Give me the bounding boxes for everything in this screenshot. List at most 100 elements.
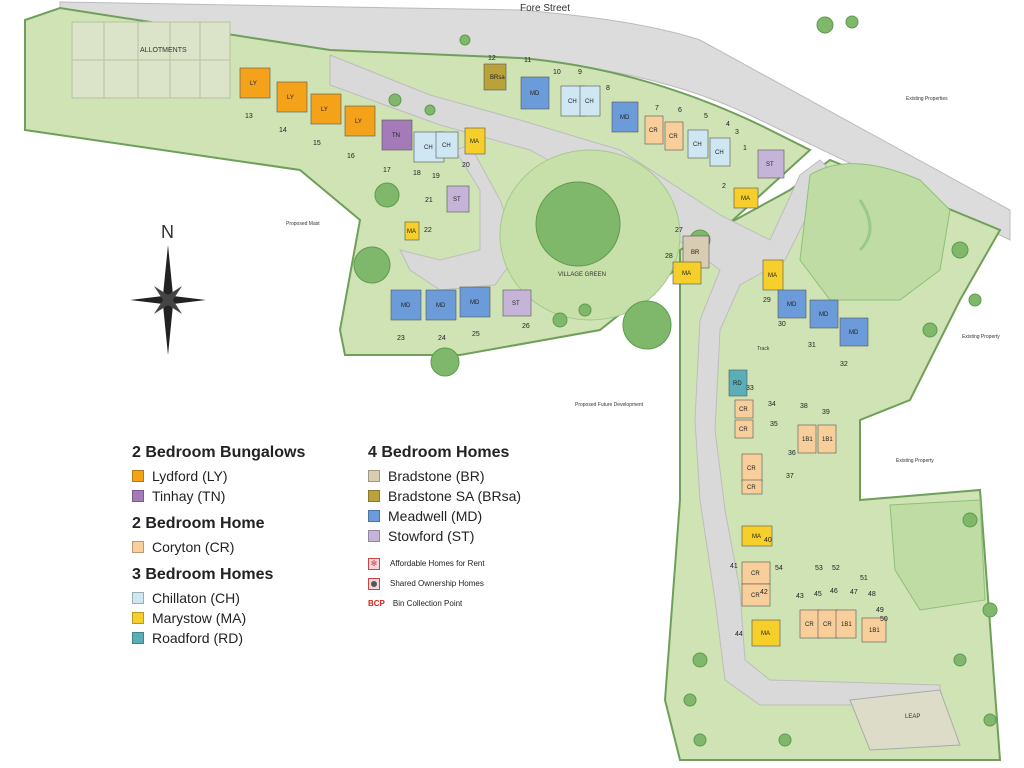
plot-number: 51 (860, 575, 868, 582)
house-type-code: MD (436, 303, 446, 309)
house-plot[interactable]: CH5 (687, 113, 709, 159)
house-footprint (687, 129, 709, 159)
trees (353, 15, 998, 747)
house-type-code: CR (823, 622, 832, 628)
house-type-code: MD (401, 303, 411, 309)
house-plot[interactable]: CR 7 (644, 105, 664, 145)
plot-number: 16 (347, 153, 355, 160)
plot-number: 33 (746, 385, 754, 392)
house-type-code: 1B1 (841, 622, 852, 628)
plot-number: 50 (880, 616, 888, 623)
legend-item-label: Chillaton (CH) (152, 590, 240, 606)
plot-number: 37 (786, 473, 794, 480)
house-plot[interactable]: CH9 (578, 69, 601, 117)
house-type-code: MD (849, 330, 859, 336)
house-type-code: BRsa (490, 75, 505, 81)
affordable-legend-row: ✻ Affordable Homes for Rent (368, 554, 588, 574)
plot-number: 44 (735, 631, 743, 638)
legend-item: Bradstone SA (BRsa) (368, 486, 588, 506)
legend-swatch (368, 510, 380, 522)
house-plot[interactable]: CR 34 (734, 399, 776, 419)
legend-group-title: 3 Bedroom Homes (132, 566, 274, 583)
legend-item-label: Coryton (CR) (152, 539, 235, 555)
existing-property-mid-label: Existing Property (896, 458, 934, 464)
legend-swatch (368, 530, 380, 542)
house-type-code: CR (669, 134, 678, 140)
house-plot[interactable]: CR6 (664, 107, 684, 151)
plot-number: 21 (425, 197, 433, 204)
plot-number: 15 (313, 140, 321, 147)
house-type-code: CR (739, 427, 748, 433)
house-plot[interactable]: CH4 (709, 121, 731, 167)
house-plot[interactable]: MA2 (722, 183, 759, 209)
house-type-code: MA (470, 139, 479, 145)
house-plot[interactable]: MD8 (606, 85, 639, 133)
plot-number: 34 (768, 401, 776, 408)
legend-item-label: Bradstone SA (BRsa) (388, 488, 522, 504)
house-footprint (310, 93, 342, 125)
plot-number: 39 (822, 409, 830, 416)
house-type-code: CR (649, 128, 658, 134)
house-footprint (762, 259, 784, 291)
proposed-future-development-label: Proposed Future Development (575, 402, 644, 408)
house-footprint (390, 289, 422, 321)
house-footprint (611, 101, 639, 133)
house-footprint (664, 121, 684, 151)
house-plot[interactable]: ST1 (743, 145, 785, 179)
legend-item: Coryton (CR) (132, 537, 332, 557)
house-type-code: ST (766, 162, 774, 168)
pond-area (799, 163, 951, 301)
house-type-code: BR (691, 250, 700, 256)
legend-item: Roadford (RD) (132, 628, 332, 648)
house-type-code: 1B1 (802, 437, 813, 443)
house-footprint (817, 424, 837, 454)
legend-item: Meadwell (MD) (368, 506, 588, 526)
legend-item: Bradstone (BR) (368, 466, 588, 486)
plot-number: 25 (472, 331, 480, 338)
house-type-code: CR (739, 407, 748, 413)
house-footprint (734, 399, 754, 419)
bcp-code: BCP (368, 599, 385, 608)
plot-number: 7 (655, 105, 659, 112)
house-footprint (520, 76, 550, 110)
plot-number: 8 (606, 85, 610, 92)
north-letter: N (161, 222, 174, 242)
house-type-code: MD (787, 302, 797, 308)
